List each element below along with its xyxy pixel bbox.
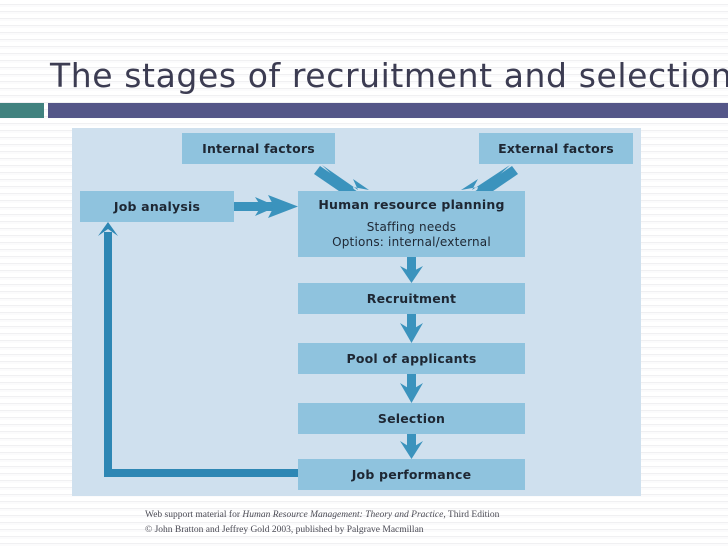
arrow-feedback-jobperformance-to-jobanalysis — [98, 222, 300, 477]
box-recruitment[interactable]: Recruitment — [298, 283, 525, 314]
box-internal-factors[interactable]: Internal factors — [182, 133, 335, 164]
box-human-resource-planning[interactable]: Human resource planning Staffing needs O… — [298, 191, 525, 257]
arrow-jobanalysis-to-hrp — [234, 195, 298, 218]
box-external-factors-label: External factors — [498, 140, 614, 156]
title-divider — [0, 103, 728, 118]
box-recruitment-label: Recruitment — [366, 290, 457, 306]
arrow-recruitment-to-pool — [400, 314, 423, 343]
caption-prefix: Web support material for — [145, 510, 243, 520]
box-pool-of-applicants[interactable]: Pool of applicants — [298, 343, 525, 374]
caption-line-1: Web support material for Human Resource … — [145, 508, 665, 523]
box-job-performance-label: Job performance — [351, 466, 472, 482]
caption-book-title: Human Resource Management: Theory and Pr… — [242, 510, 444, 520]
arrow-hrp-to-recruitment — [400, 257, 423, 283]
recruitment-flow-diagram: Internal factors External factors Job an… — [72, 128, 641, 496]
box-selection-label: Selection — [377, 410, 446, 426]
caption-suffix: , Third Edition — [443, 510, 500, 520]
arrow-pool-to-selection — [400, 374, 423, 403]
box-hrp-staffing-needs: Staffing needs — [366, 219, 457, 234]
box-job-performance[interactable]: Job performance — [298, 459, 525, 490]
page-title: The stages of recruitment and selection — [50, 56, 728, 96]
box-selection[interactable]: Selection — [298, 403, 525, 434]
box-job-analysis-label: Job analysis — [113, 198, 201, 214]
box-hrp-title: Human resource planning — [318, 197, 505, 213]
box-internal-factors-label: Internal factors — [202, 140, 315, 156]
box-job-analysis[interactable]: Job analysis — [80, 191, 234, 222]
box-hrp-options: Options: internal/external — [332, 235, 491, 250]
caption-line-2: © John Bratton and Jeffrey Gold 2003, pu… — [145, 524, 424, 535]
divider-accent-square — [0, 103, 44, 118]
box-pool-of-applicants-label: Pool of applicants — [346, 350, 477, 366]
arrow-selection-to-jobperformance — [400, 434, 423, 459]
footer-caption: Web support material for Human Resource … — [145, 508, 665, 537]
divider-bar — [48, 103, 728, 118]
box-external-factors[interactable]: External factors — [479, 133, 633, 164]
